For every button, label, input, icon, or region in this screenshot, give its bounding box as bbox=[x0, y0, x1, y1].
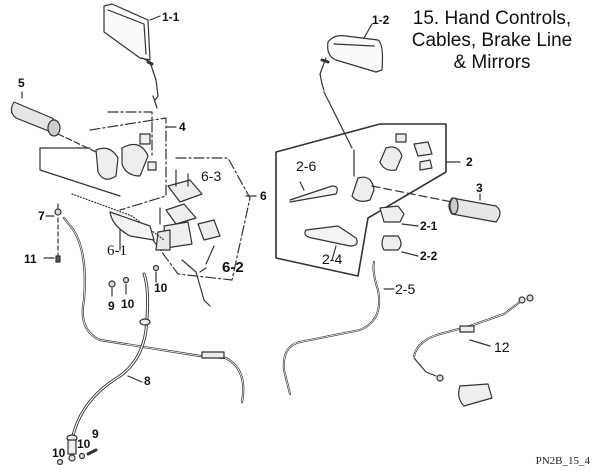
callout-8: 8 bbox=[144, 374, 151, 388]
left-mirror bbox=[103, 3, 161, 109]
callout-2-5: 2-5 bbox=[395, 281, 416, 297]
left-switch-bracket bbox=[39, 111, 177, 211]
callout-1-2: 1-2 bbox=[372, 13, 390, 27]
callout-11: 11 bbox=[24, 252, 37, 266]
diagram-title: 15. Hand Controls, Cables, Brake Line & … bbox=[392, 8, 592, 74]
callout-6: 6 bbox=[260, 189, 267, 203]
right-cable bbox=[282, 261, 395, 395]
callout-2: 2 bbox=[466, 155, 473, 169]
title-line-1: 15. Hand Controls, bbox=[412, 8, 572, 29]
callout-10-upper-left: 10 bbox=[121, 297, 135, 311]
callout-2-6: 2-6 bbox=[296, 158, 317, 174]
upper-banjo bbox=[108, 264, 160, 297]
left-grip bbox=[10, 91, 97, 153]
callout-7: 7 bbox=[38, 209, 45, 223]
callout-9-lower: 9 bbox=[92, 427, 99, 441]
right-mirror bbox=[319, 23, 384, 149]
choke-cable bbox=[413, 294, 534, 407]
callout-10-lower-left: 10 bbox=[52, 446, 66, 460]
brake-line bbox=[56, 272, 151, 466]
right-small-parts bbox=[379, 205, 419, 257]
callout-12: 12 bbox=[494, 339, 510, 355]
callout-6-3: 6-3 bbox=[201, 168, 222, 184]
callout-6-2: 6-2 bbox=[222, 259, 244, 276]
callout-10-upper-right: 10 bbox=[154, 281, 168, 295]
throttle-grip bbox=[448, 193, 501, 223]
callout-10-lower-right: 10 bbox=[77, 437, 91, 451]
callout-4: 4 bbox=[179, 120, 186, 134]
callout-9-upper: 9 bbox=[108, 299, 115, 313]
title-line-2: Cables, Brake Line bbox=[411, 30, 573, 51]
callout-2-2: 2-2 bbox=[420, 249, 438, 263]
right-switch-housing bbox=[275, 123, 461, 277]
pin-and-bolt bbox=[43, 203, 62, 263]
callout-3: 3 bbox=[476, 181, 483, 195]
left-cable bbox=[62, 216, 245, 404]
diagram-code: PN2B_15_4 bbox=[535, 455, 590, 467]
callout-5: 5 bbox=[18, 76, 25, 90]
title-line-3: & Mirrors bbox=[453, 52, 531, 73]
callout-2-1: 2-1 bbox=[420, 219, 438, 233]
callout-6-1: 6-1 bbox=[107, 243, 127, 259]
callout-1-1: 1-1 bbox=[162, 10, 180, 24]
callout-2-4: 2-4 bbox=[322, 251, 343, 267]
master-cylinder bbox=[71, 157, 257, 307]
